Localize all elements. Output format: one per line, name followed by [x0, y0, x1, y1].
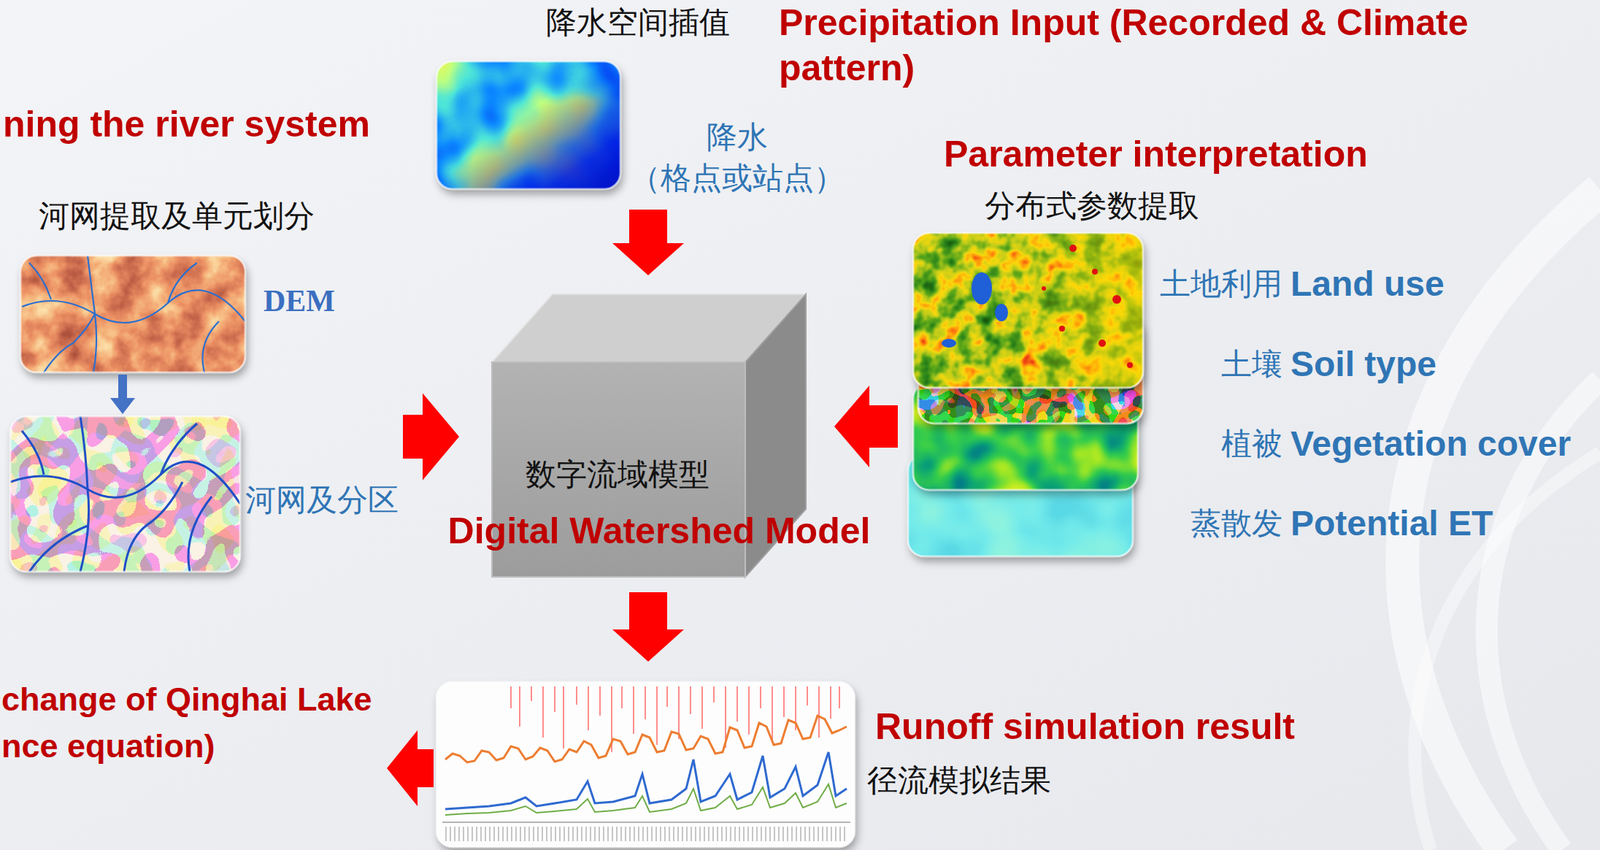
parameter-group: Parameter interpretation分布式参数提取土地利用Land … — [908, 218, 1599, 559]
layer-label-cn: 土地利用 — [1154, 265, 1283, 303]
dem-tile: DEM — [20, 255, 246, 373]
layer-label-en: Potential ET — [1290, 502, 1493, 545]
block-arrow — [386, 729, 434, 806]
tile-label: 降水 （格点或站点） — [624, 116, 851, 199]
runoff-chart — [436, 681, 855, 847]
layer-label-en: Soil type — [1290, 343, 1437, 386]
step-title: 降水空间插值 — [545, 4, 730, 41]
river-network-tile: 河网及分区 — [10, 416, 241, 572]
section-heading: change of Qinghai Lake nce equation) — [1, 675, 382, 770]
model-title-en: Digital Watershed Model — [448, 508, 871, 553]
tile-label: 河网及分区 — [245, 481, 399, 519]
dem-map — [20, 255, 246, 373]
section-heading: Parameter interpretation — [943, 132, 1368, 176]
section-heading: Runoff simulation result — [875, 704, 1295, 749]
section-heading: Precipitation Input (Recorded & Climate … — [778, 0, 1546, 91]
land-use-map — [913, 232, 1144, 388]
layer-label-en: Land use — [1290, 262, 1445, 306]
lake-balance-output: change of Qinghai Lake nce equation) — [1, 675, 382, 770]
block-arrow — [612, 591, 684, 662]
vegetation-layer: 植被Vegetation cover — [913, 423, 1138, 490]
layer-label-cn: 植被 — [1154, 425, 1283, 463]
block-arrow — [402, 393, 460, 481]
block-arrow — [612, 209, 684, 276]
layer-label-en: Vegetation cover — [1290, 422, 1571, 465]
soil-layer: 土壤Soil type — [918, 387, 1144, 424]
layer-label-cn: 蒸散发 — [1154, 505, 1283, 542]
section-heading: ning the river system — [2, 102, 371, 146]
watershed-model-cube: 数字流域模型Digital Watershed Model — [491, 294, 806, 577]
small-arrow — [110, 374, 136, 414]
land-use-layer: 土地利用Land use — [913, 232, 1144, 388]
step-title: 分布式参数提取 — [984, 187, 1200, 225]
model-title: 数字流域模型 — [525, 456, 710, 493]
tile-label: DEM — [263, 282, 336, 319]
runoff-chart-tile: Runoff simulation result径流模拟结果 — [436, 681, 855, 847]
block-arrow — [834, 385, 898, 468]
step-title: 径流模拟结果 — [867, 762, 1052, 799]
step-title: 河网提取及单元划分 — [38, 197, 315, 235]
precipitation-map — [436, 61, 621, 190]
et-layer: 蒸散发Potential ET — [908, 489, 1133, 557]
river-network-map — [10, 416, 241, 572]
river-system-group: ning the river system 河网提取及单元划分 DEM 河网及分区 — [0, 100, 402, 577]
layer-label-cn: 土壤 — [1154, 345, 1283, 383]
